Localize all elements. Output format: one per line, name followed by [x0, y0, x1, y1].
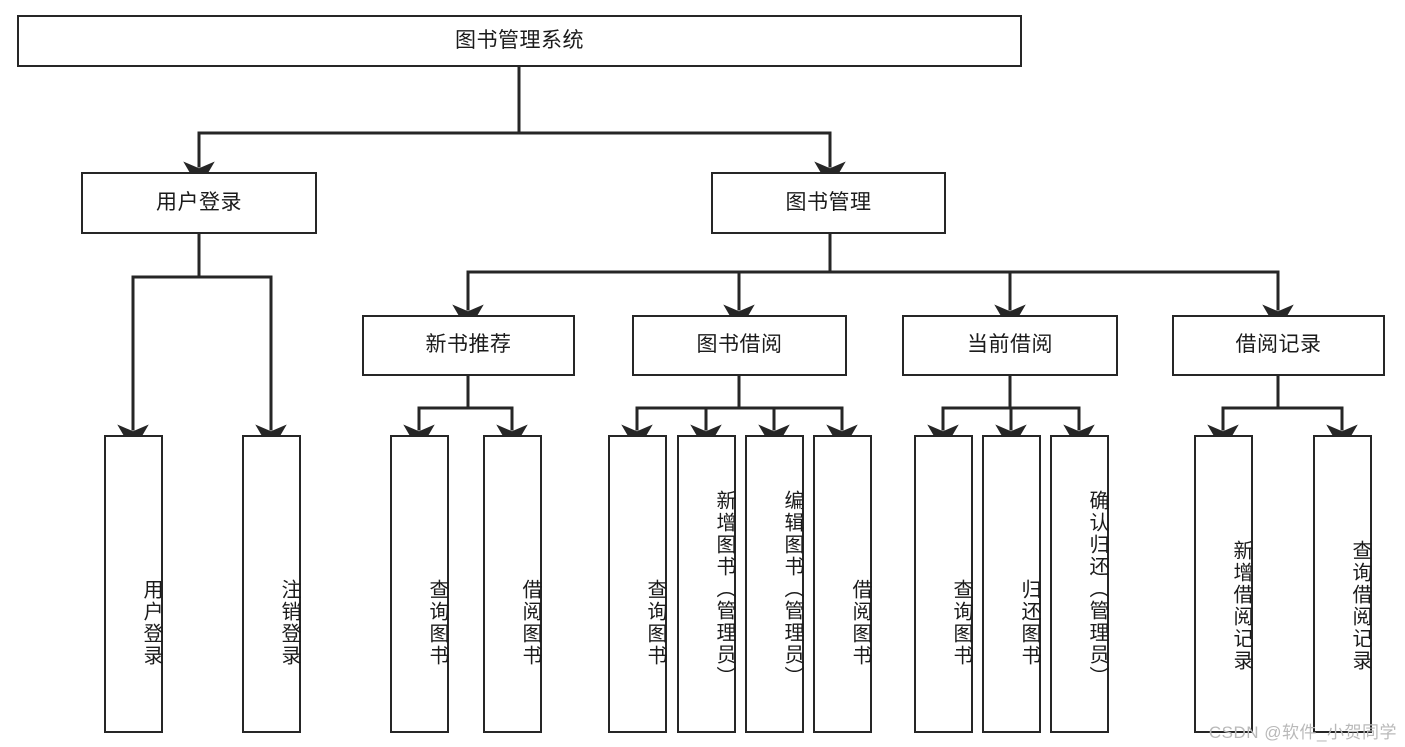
node-leaf-add-book-label: 新增图书（管理员） — [713, 490, 735, 688]
node-leaf-logout-label: 注销登录 — [278, 579, 300, 667]
node-leaf-logout[interactable]: 注销登录 — [242, 435, 301, 733]
node-borrow-record[interactable]: 借阅记录 — [1172, 315, 1385, 376]
node-leaf-return-book[interactable]: 归还图书 — [982, 435, 1041, 733]
node-root-label: 图书管理系统 — [455, 28, 584, 52]
node-new-book-recommend[interactable]: 新书推荐 — [362, 315, 575, 376]
node-new-book-recommend-label: 新书推荐 — [425, 333, 512, 357]
node-leaf-user-login[interactable]: 用户登录 — [104, 435, 163, 733]
node-leaf-edit-book-label: 编辑图书（管理员） — [781, 490, 803, 688]
node-leaf-borrow-book-rec-label: 借阅图书 — [519, 579, 541, 667]
node-leaf-edit-book[interactable]: 编辑图书（管理员） — [745, 435, 804, 733]
node-leaf-user-login-label: 用户登录 — [140, 579, 162, 667]
watermark-label: CSDN @软件_小贺同学 — [1208, 723, 1397, 742]
node-book-borrow-label: 图书借阅 — [696, 333, 783, 357]
node-leaf-borrow-book-label: 借阅图书 — [849, 579, 871, 667]
node-leaf-borrow-book[interactable]: 借阅图书 — [813, 435, 872, 733]
node-current-borrow-label: 当前借阅 — [967, 333, 1053, 357]
node-leaf-add-record-label: 新增借阅记录 — [1230, 540, 1252, 672]
node-book-management-label: 图书管理 — [785, 190, 872, 214]
node-leaf-query-record[interactable]: 查询借阅记录 — [1313, 435, 1372, 733]
node-book-management[interactable]: 图书管理 — [711, 172, 946, 234]
node-current-borrow[interactable]: 当前借阅 — [902, 315, 1118, 376]
node-leaf-add-record[interactable]: 新增借阅记录 — [1194, 435, 1253, 733]
node-leaf-query-book-current-label: 查询图书 — [950, 579, 972, 667]
node-leaf-query-record-label: 查询借阅记录 — [1349, 540, 1371, 672]
node-leaf-borrow-book-rec[interactable]: 借阅图书 — [483, 435, 542, 733]
node-leaf-query-book-rec[interactable]: 查询图书 — [390, 435, 449, 733]
node-user-login-label: 用户登录 — [156, 190, 242, 214]
node-book-borrow[interactable]: 图书借阅 — [632, 315, 847, 376]
node-leaf-query-book-current[interactable]: 查询图书 — [914, 435, 973, 733]
node-leaf-confirm-return[interactable]: 确认归还（管理员） — [1050, 435, 1109, 733]
node-leaf-query-book-rec-label: 查询图书 — [426, 579, 448, 667]
node-user-login[interactable]: 用户登录 — [81, 172, 317, 234]
node-leaf-return-book-label: 归还图书 — [1018, 579, 1040, 667]
node-root[interactable]: 图书管理系统 — [17, 15, 1022, 67]
node-leaf-confirm-return-label: 确认归还（管理员） — [1086, 490, 1108, 688]
node-leaf-add-book[interactable]: 新增图书（管理员） — [677, 435, 736, 733]
node-leaf-query-book-borrow-label: 查询图书 — [644, 579, 666, 667]
node-leaf-query-book-borrow[interactable]: 查询图书 — [608, 435, 667, 733]
node-borrow-record-label: 借阅记录 — [1235, 333, 1322, 357]
